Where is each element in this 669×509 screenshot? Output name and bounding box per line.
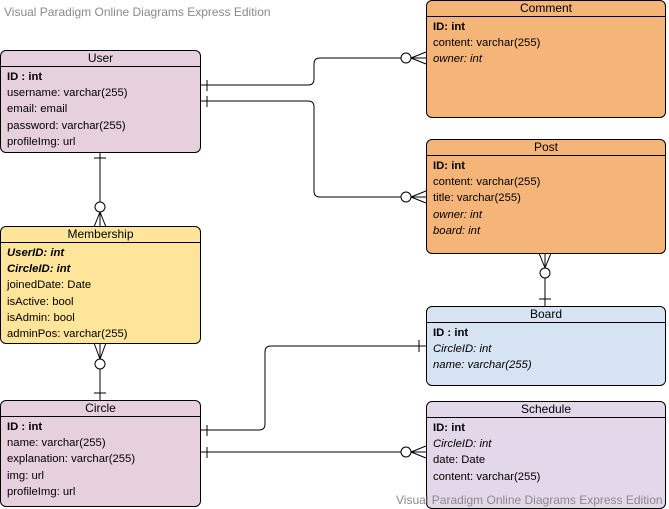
attribute: img: url [7, 469, 45, 482]
attribute: content: varchar(255) [433, 176, 541, 189]
attribute-primary-key: ID : int [7, 421, 43, 433]
attribute-primary-key: UserID: int [7, 247, 65, 259]
attribute: profileImg: url [7, 135, 76, 148]
entity-circle[interactable]: Circle ID : int name: varchar(255) expla… [0, 400, 201, 507]
watermark-top: Visual Paradigm Online Diagrams Express … [4, 5, 271, 19]
attribute: date: Date [433, 454, 486, 467]
attribute: joinedDate: Date [7, 279, 92, 292]
attribute-primary-key: CircleID: int [7, 263, 71, 276]
entity-membership[interactable]: Membership UserID: int CircleID: int joi… [0, 226, 201, 344]
attribute: content: varchar(255) [433, 470, 541, 483]
attribute-primary-key: ID : int [7, 71, 43, 83]
attribute: email: email [7, 103, 68, 116]
entity-comment[interactable]: Comment ID: int content: varchar(255) ow… [426, 0, 666, 118]
attribute-primary-key: ID: int [433, 160, 465, 172]
edge-circle-board [201, 345, 426, 431]
attribute: explanation: varchar(255) [7, 453, 136, 466]
attribute-foreign-key: CircleID: int [433, 438, 492, 451]
attribute-foreign-key: board: int [433, 224, 481, 237]
attribute-foreign-key: name: varchar(255) [433, 359, 532, 372]
attribute: isActive: bool [7, 295, 74, 308]
attribute: adminPos: varchar(255) [7, 327, 128, 340]
entity-title: Membership [1, 227, 200, 243]
attribute-foreign-key: owner: int [433, 53, 482, 66]
attribute-primary-key: ID: int [433, 422, 465, 434]
entity-title: Board [427, 307, 665, 323]
attribute-primary-key: ID: int [433, 21, 465, 33]
entity-title: Post [427, 140, 665, 156]
entity-title: Schedule [427, 402, 665, 418]
attribute-foreign-key: owner: int [433, 208, 482, 221]
attribute: content: varchar(255) [433, 37, 541, 50]
entity-title: User [1, 51, 200, 67]
attribute: profileImg: url [7, 485, 76, 498]
attribute: title: varchar(255) [433, 192, 521, 205]
entity-user[interactable]: User ID : int username: varchar(255) ema… [0, 50, 201, 153]
entity-title: Circle [1, 401, 200, 417]
attribute: isAdmin: bool [7, 311, 75, 324]
entity-board[interactable]: Board ID : int CircleID: int name: varch… [426, 306, 666, 386]
attribute: password: varchar(255) [7, 119, 126, 132]
attribute: name: varchar(255) [7, 437, 106, 450]
edge-user-comment [201, 57, 402, 86]
attribute: username: varchar(255) [7, 87, 128, 100]
edge-user-post [201, 100, 402, 198]
attribute-foreign-key: CircleID: int [433, 343, 492, 356]
entity-schedule[interactable]: Schedule ID: int CircleID: int date: Dat… [426, 401, 666, 509]
entity-title: Comment [427, 1, 665, 17]
attribute-primary-key: ID : int [433, 327, 469, 339]
entity-post[interactable]: Post ID: int content: varchar(255) title… [426, 139, 666, 254]
watermark-bottom: Visual Paradigm Online Diagrams Express … [396, 493, 663, 507]
